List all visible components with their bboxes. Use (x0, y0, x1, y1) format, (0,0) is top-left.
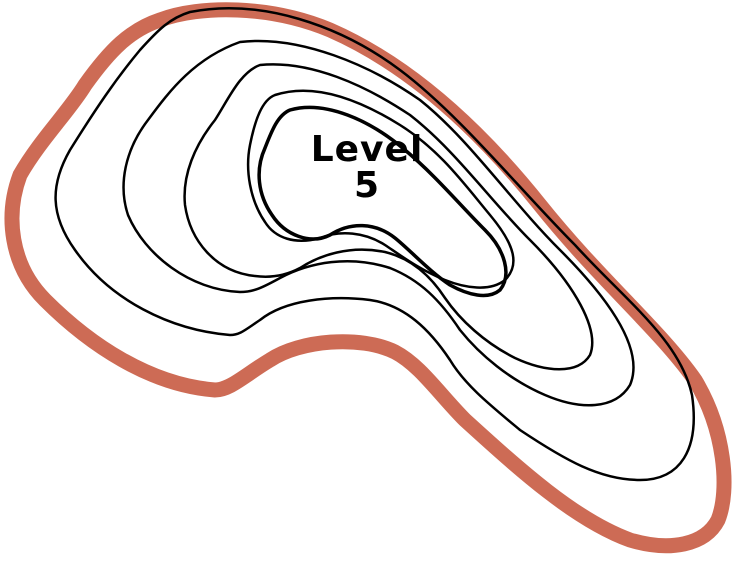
contour-line-3 (183, 63, 594, 371)
contour-line-4 (246, 89, 515, 289)
contour-line-1 (54, 7, 695, 482)
contour-line-5 (257, 105, 508, 298)
outer-contour (4, 2, 732, 554)
contour-line-2 (122, 39, 635, 407)
level-label: Level 5 (310, 129, 424, 206)
